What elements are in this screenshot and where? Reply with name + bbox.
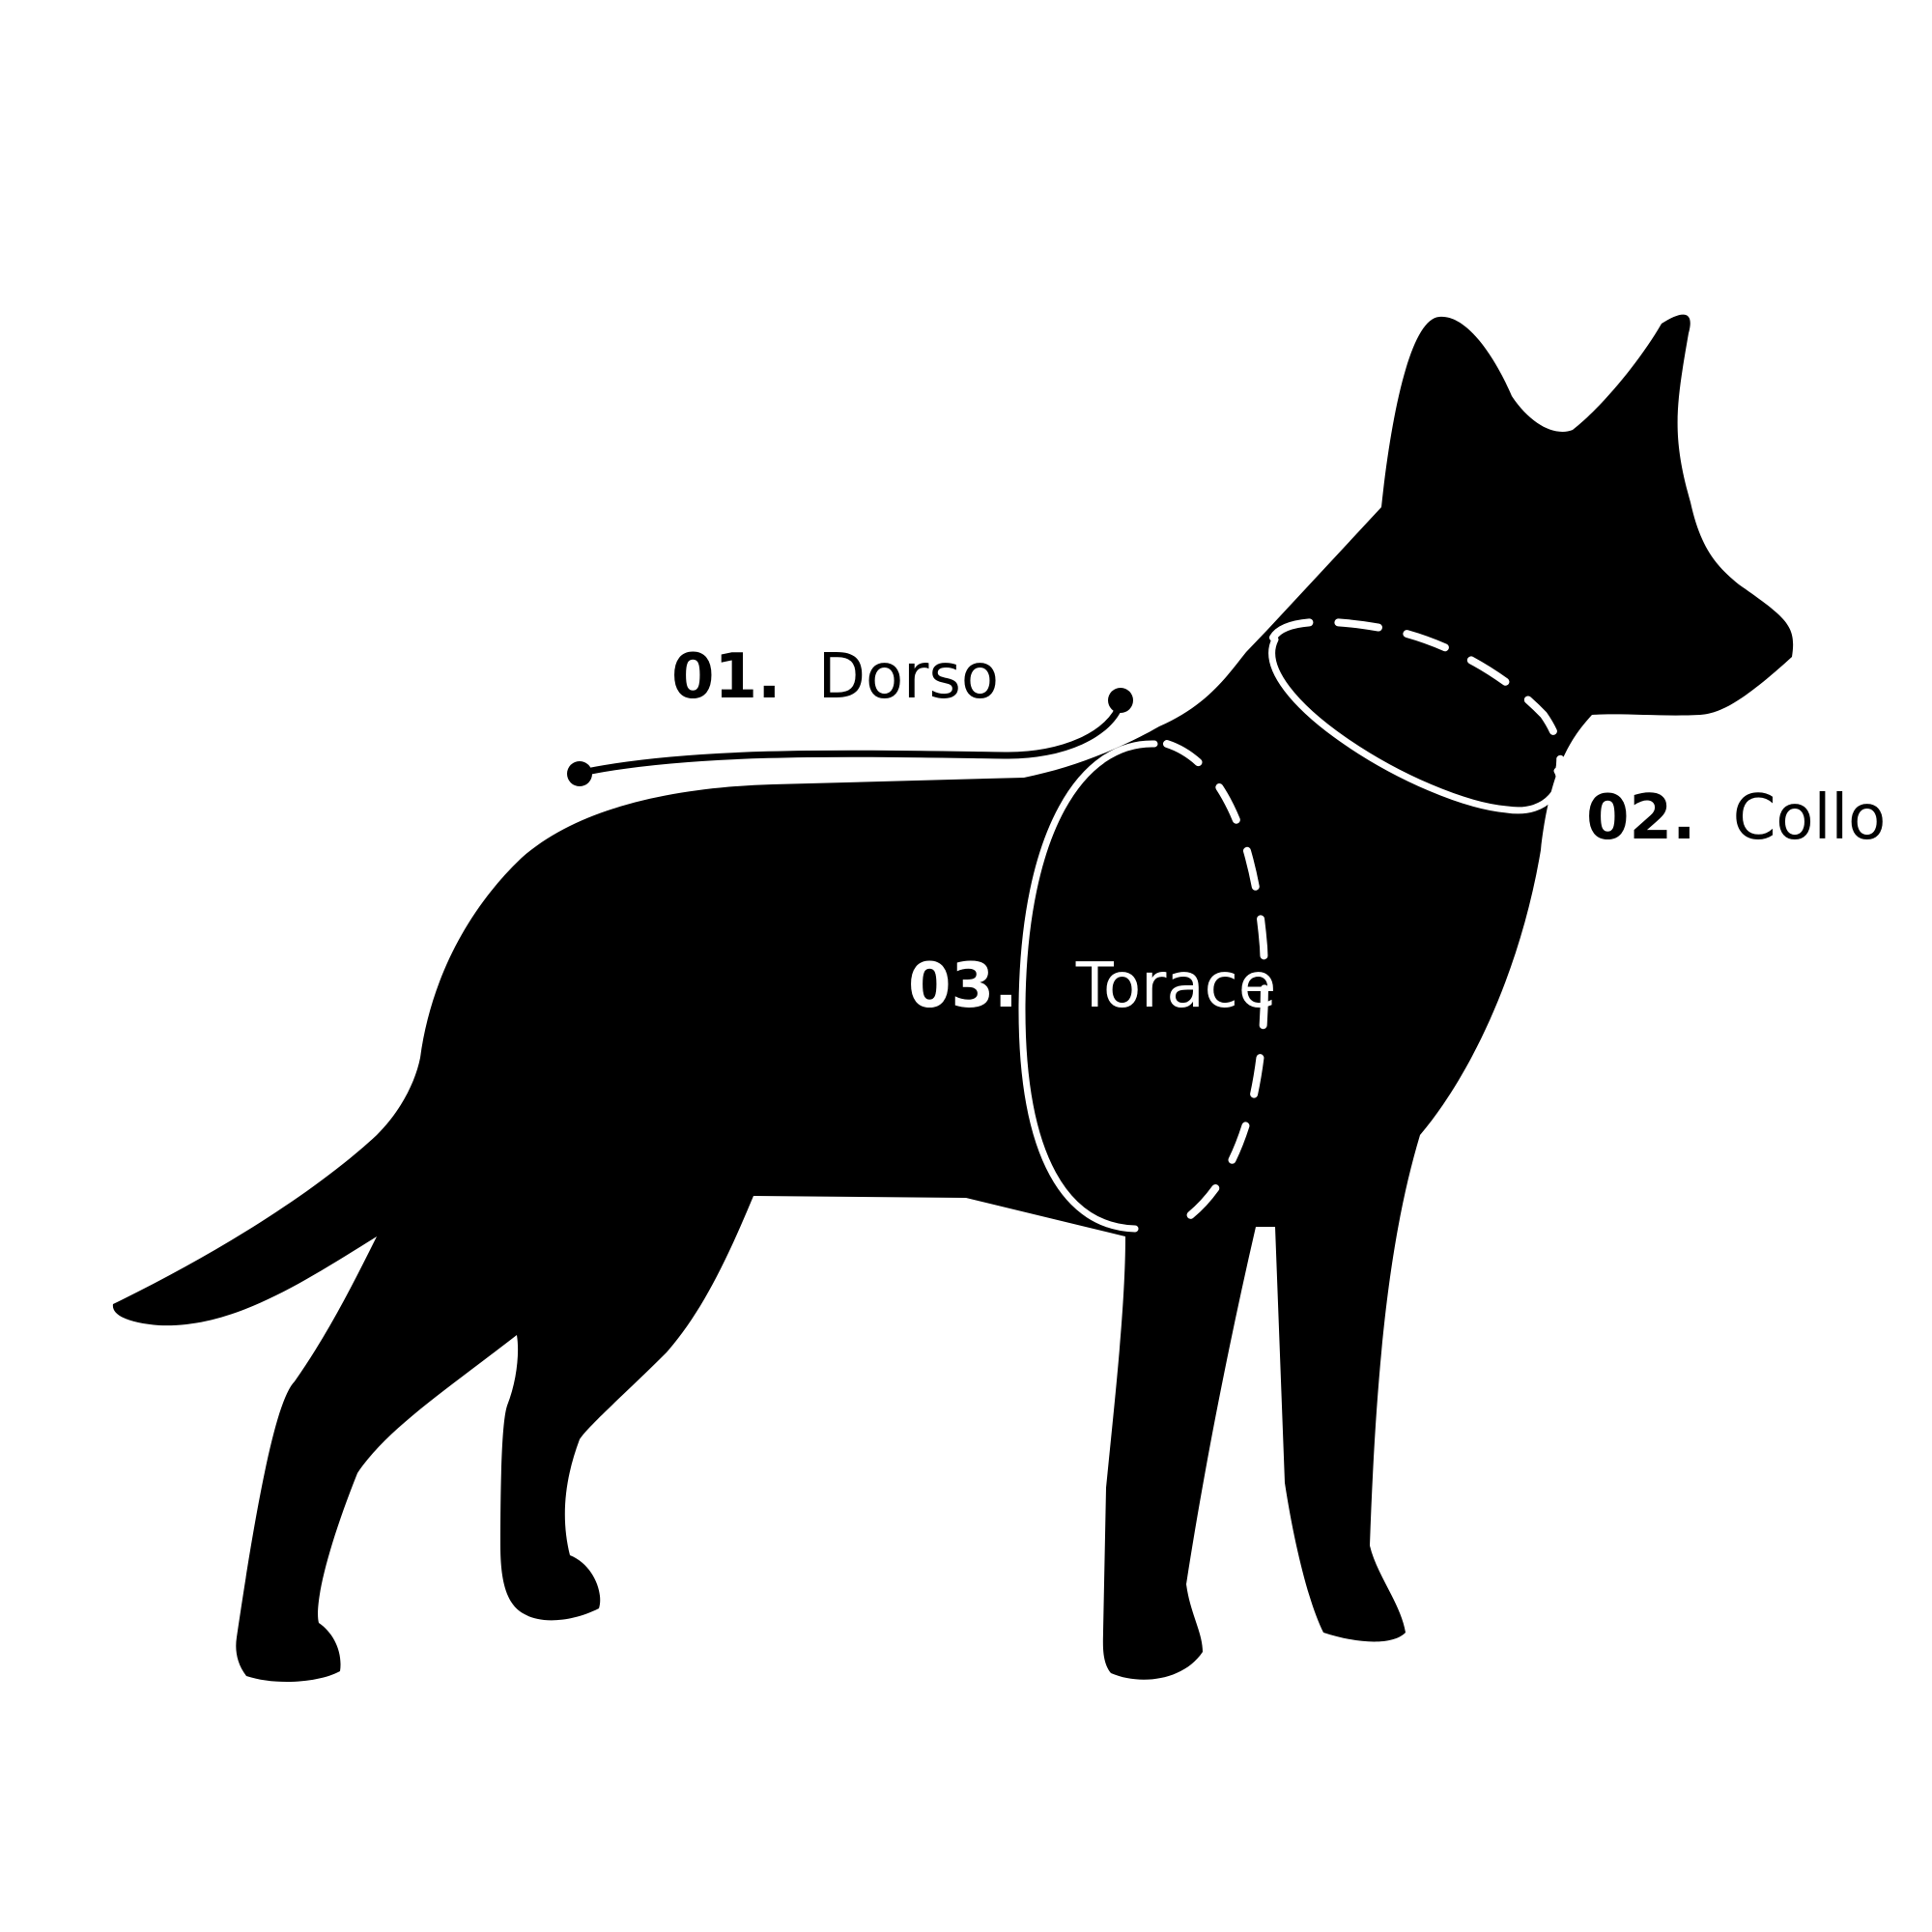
dog-silhouette [112,314,1794,1683]
dorso-start-point [567,761,592,786]
label-torace: 03. Torace [908,951,1276,1022]
dorso-end-point [1108,688,1133,713]
collo-ring-solid [1268,636,1563,814]
label-torace-number: 03. [908,951,1017,1022]
label-dorso: 01. Dorso [671,641,999,713]
label-torace-name: Torace [1075,951,1276,1022]
label-collo: 02. Collo [1586,782,1886,854]
label-collo-name: Collo [1733,782,1887,854]
dorso-measure-line [578,699,1124,777]
collo-ring-dashed [1269,617,1565,775]
torace-ring-solid [1018,740,1158,1233]
torace-ring-dashed [1163,740,1268,1231]
label-dorso-name: Dorso [818,641,999,713]
label-dorso-number: 01. [671,641,781,713]
label-collo-number: 02. [1586,782,1695,854]
